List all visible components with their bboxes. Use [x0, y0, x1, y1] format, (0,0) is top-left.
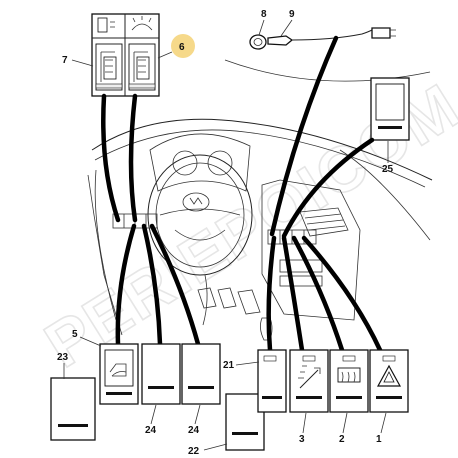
rocker-symbol-left: [100, 51, 117, 82]
callout-23-label: 23: [57, 352, 69, 363]
interior-lamp-icon: [97, 17, 115, 33]
rocker-symbol-right: [133, 51, 150, 82]
bulb-holder-8: [267, 35, 294, 46]
callout-23: 23: [57, 352, 69, 379]
steering-wheel: [147, 154, 253, 276]
callout-5-label: 5: [72, 329, 78, 340]
callout-1: 1: [376, 412, 387, 445]
zoom-arc-top: [224, 59, 431, 82]
centre-console: [261, 179, 361, 321]
callout-9-label: 8: [261, 9, 267, 20]
bulb-9: [249, 34, 267, 50]
top-switch-block: [91, 13, 160, 97]
bulb-wire: [291, 29, 373, 41]
switch-2-defrost: [329, 349, 369, 413]
hazard-warning-triangle-icon: [376, 364, 402, 387]
bulb-assembly: [249, 27, 396, 50]
connector-plug: [371, 27, 391, 39]
callout-8-label: 9: [289, 9, 295, 20]
switch-24-a: [141, 343, 181, 405]
switch-1-hazard: [369, 349, 409, 413]
callout-3: 3: [299, 412, 307, 445]
callout-7: 7: [62, 55, 94, 67]
callout-2: 2: [339, 412, 348, 445]
callout-2-label: 2: [339, 434, 345, 445]
callout-22: 22: [188, 443, 228, 457]
callout-21: 21: [223, 360, 260, 371]
switch-5-tailgate: [99, 343, 139, 405]
switch-23: [50, 377, 96, 441]
leader-lines: [101, 35, 383, 353]
instrument-cluster: [149, 133, 251, 192]
callout-25: 25: [382, 141, 394, 175]
switch-25: [370, 77, 410, 141]
callout-24-b: 24: [188, 404, 201, 436]
callout-24-a: 24: [145, 404, 157, 436]
switch-21: [257, 349, 287, 413]
callout-6-label: 6: [179, 42, 185, 53]
callout-8: 9: [280, 9, 295, 37]
switch-24-b: [181, 343, 221, 405]
switch-3-headlamp: [289, 349, 329, 413]
pedals: [197, 287, 261, 315]
callout-24-b-label: 24: [188, 425, 200, 436]
callout-22-label: 22: [188, 446, 200, 457]
air-vent-right: [299, 207, 349, 237]
callout-1-label: 1: [376, 434, 382, 445]
callout-9: 8: [258, 9, 267, 36]
callout-3-label: 3: [299, 434, 305, 445]
steering-hub: [182, 192, 210, 212]
callout-6-highlight: [171, 34, 195, 58]
rear-defrost-icon: [337, 367, 361, 383]
callout-7-label: 7: [62, 55, 68, 66]
callout-21-label: 21: [223, 360, 235, 371]
callout-24-a-label: 24: [145, 425, 157, 436]
headlamp-adjust-icon: [298, 365, 321, 389]
callout-5: 5: [72, 329, 102, 347]
tailgate-icon: [109, 363, 127, 377]
callout-6: 6: [157, 34, 195, 59]
callout-25-label: 25: [382, 164, 394, 175]
panel-lighting-icon: [131, 16, 153, 31]
